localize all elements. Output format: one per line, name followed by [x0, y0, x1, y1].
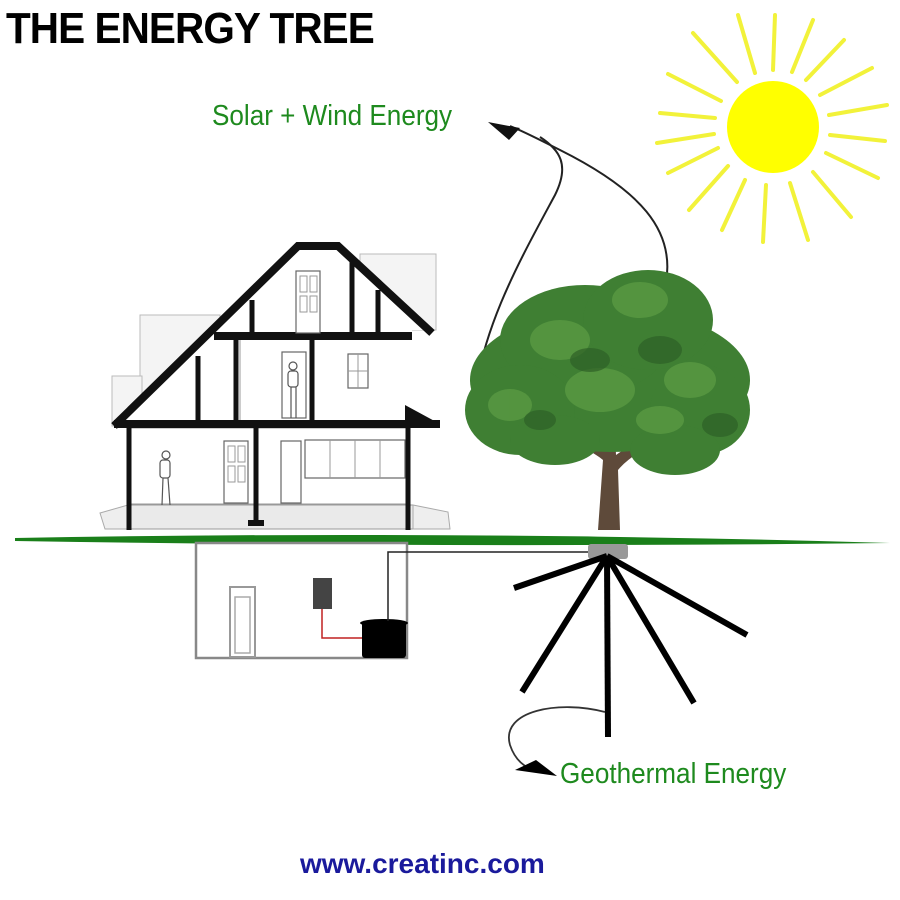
heat-pump-tank-icon: [362, 621, 406, 658]
geothermal-energy-label: Geothermal Energy: [560, 758, 787, 790]
basement-with-heat-pump: [194, 541, 603, 660]
control-box-icon: [313, 578, 332, 609]
arrow-to-geothermal: [508, 706, 606, 776]
page-title: THE ENERGY TREE: [6, 4, 375, 53]
tree-icon: [465, 270, 750, 530]
website-url: www.creatinc.com: [300, 848, 545, 879]
solar-wind-energy-label: Solar + Wind Energy: [212, 100, 453, 132]
geothermal-ground-loops: [513, 544, 749, 738]
ground-line: [15, 534, 890, 546]
sun-icon: [655, 13, 889, 244]
house-cross-section: [99, 242, 451, 530]
